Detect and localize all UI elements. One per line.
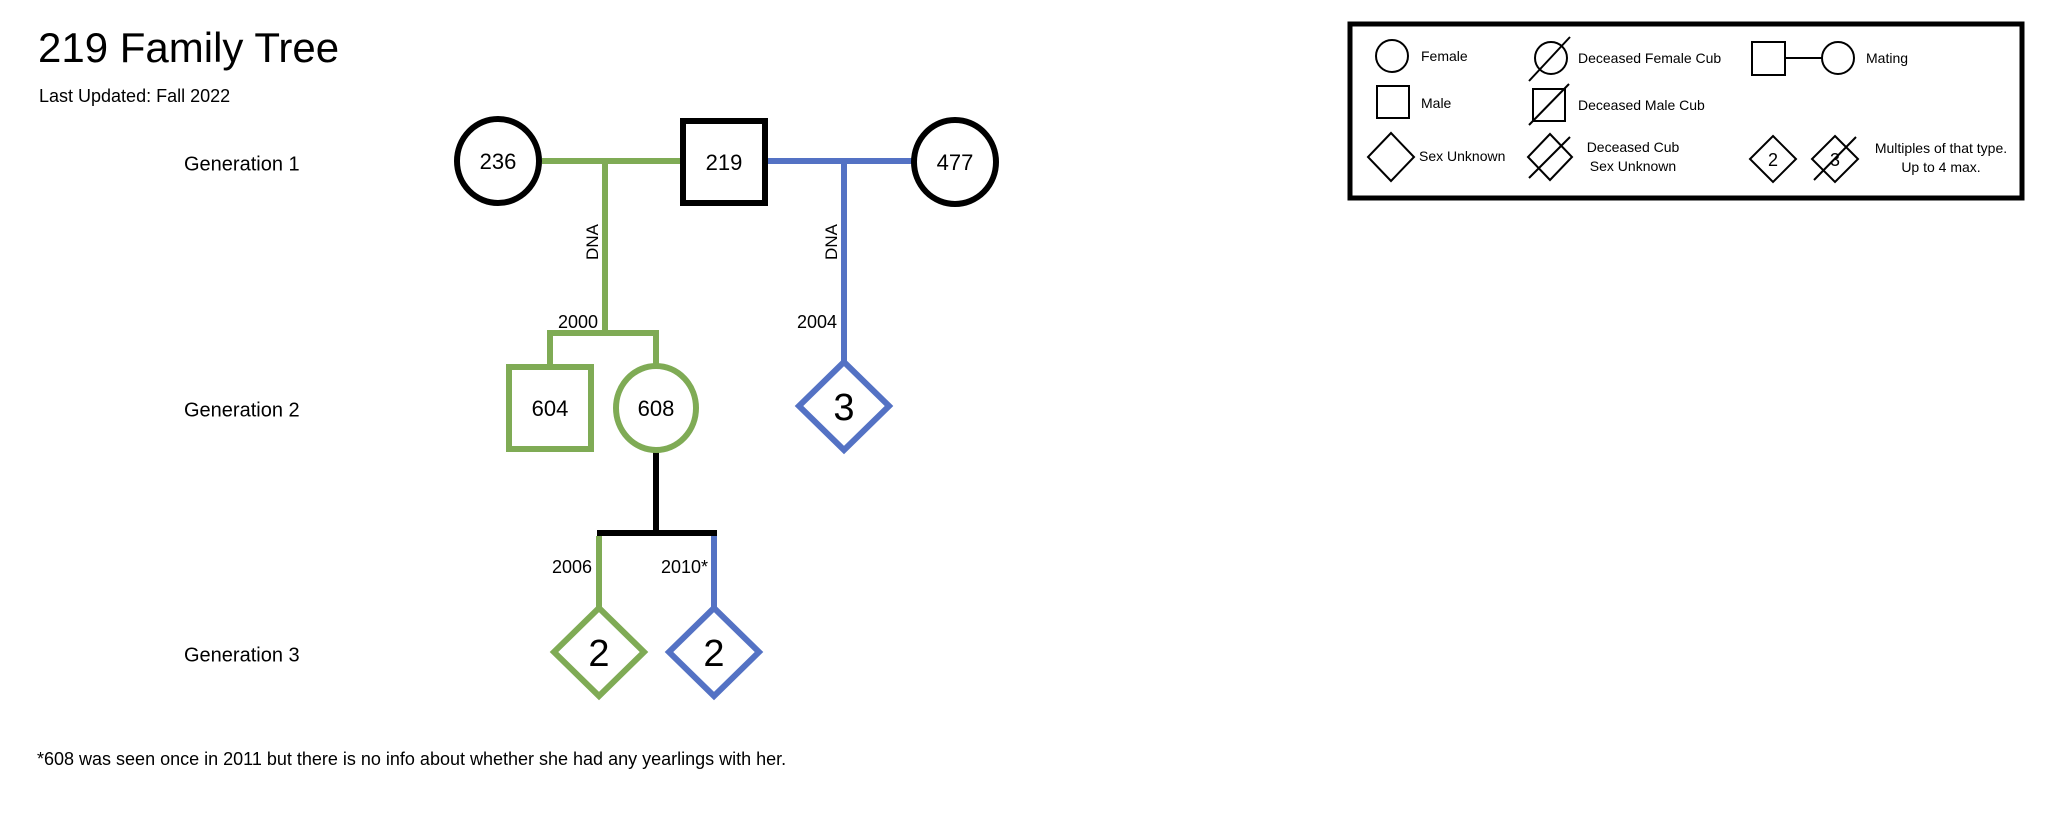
legend-deceased-multiple-icon: 3 (1810, 134, 1860, 184)
page-title: 219 Family Tree (38, 24, 340, 71)
node-219-label: 219 (706, 150, 743, 175)
node-unknown-2-2006: 2 (549, 603, 649, 701)
dna-label-left: DNA (583, 223, 602, 260)
node-unknown-3: 3 (794, 357, 894, 455)
legend-sex-unknown-label: Sex Unknown (1419, 148, 1505, 164)
footnote: *608 was seen once in 2011 but there is … (37, 749, 787, 769)
dna-label-right: DNA (822, 223, 841, 260)
node-236: 236 (454, 116, 542, 206)
legend-deceased-female-label: Deceased Female Cub (1578, 50, 1721, 66)
legend-multiples-label-2: Up to 4 max. (1901, 159, 1980, 175)
legend-multiple-icon: 2 (1748, 134, 1798, 184)
generation-1-label: Generation 1 (184, 153, 300, 176)
node-219: 219 (680, 118, 768, 206)
legend-sex-unknown-icon (1366, 131, 1416, 183)
legend-multiple-number: 2 (1768, 150, 1778, 170)
year-2010-label: 2010* (661, 557, 708, 577)
node-477: 477 (911, 117, 999, 207)
year-2004-label: 2004 (797, 312, 837, 332)
generation-3-label: Generation 3 (184, 644, 300, 667)
node-604: 604 (506, 364, 594, 452)
node-477-label: 477 (937, 150, 974, 175)
legend-mating-label: Mating (1866, 50, 1908, 66)
sibling-bracket-2000 (547, 330, 659, 366)
legend-deceased-unknown-label-2: Sex Unknown (1590, 158, 1676, 174)
legend-deceased-unknown-label-1: Deceased Cub (1587, 139, 1680, 155)
legend-deceased-male-icon (1528, 83, 1570, 126)
legend-deceased-female-icon (1528, 36, 1571, 82)
node-unknown-2-2010: 2 (664, 603, 764, 701)
generation-2-label: Generation 2 (184, 399, 300, 422)
legend-female-icon (1375, 39, 1409, 73)
node-608-label: 608 (638, 396, 675, 421)
legend-female-label: Female (1421, 48, 1468, 64)
legend-deceased-unknown-icon (1526, 132, 1574, 182)
node-unknown-3-label: 3 (833, 387, 854, 429)
legend-male-label: Male (1421, 95, 1452, 111)
node-236-label: 236 (480, 149, 517, 174)
node-604-label: 604 (532, 396, 569, 421)
legend-male-icon (1376, 85, 1410, 119)
node-608: 608 (613, 363, 699, 453)
legend: Female Male Sex Unknown Deceased Female … (1347, 21, 2025, 201)
last-updated: Last Updated: Fall 2022 (39, 86, 231, 106)
legend-multiples-label-1: Multiples of that type. (1875, 140, 2007, 156)
year-2000-label: 2000 (558, 312, 598, 332)
legend-deceased-multiple-number: 3 (1830, 150, 1840, 170)
legend-deceased-male-label: Deceased Male Cub (1578, 97, 1705, 113)
node-unknown-2-2010-label: 2 (703, 633, 724, 675)
node-unknown-2-2006-label: 2 (588, 633, 609, 675)
legend-box (1347, 21, 2025, 201)
legend-mating-icon (1751, 41, 1855, 76)
year-2006-label: 2006 (552, 557, 592, 577)
